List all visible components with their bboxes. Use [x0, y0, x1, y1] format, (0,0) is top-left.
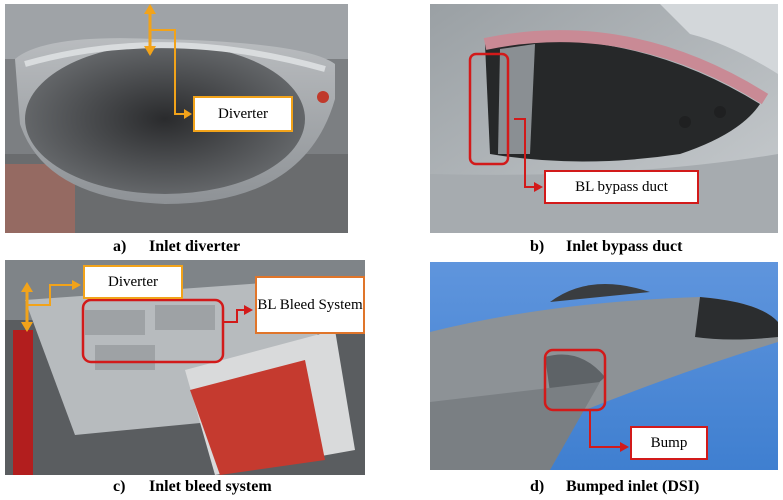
caption-c: c) Inlet bleed system: [113, 478, 272, 496]
caption-a: a) Inlet diverter: [113, 238, 240, 256]
callout-bl-bypass-duct: BL bypass duct: [544, 170, 699, 204]
caption-a-letter: a): [113, 238, 127, 255]
bumped-inlet-photo: [430, 262, 778, 470]
panel-d-photo: Bump: [430, 262, 778, 470]
callout-diverter-a: Diverter: [193, 96, 293, 132]
caption-b: b) Inlet bypass duct: [530, 238, 682, 256]
caption-b-letter: b): [530, 238, 545, 255]
panel-c-photo: Diverter BL Bleed System: [5, 260, 365, 475]
caption-a-text: Inlet diverter: [149, 238, 241, 255]
caption-c-text: Inlet bleed system: [149, 478, 272, 495]
caption-d: d) Bumped inlet (DSI): [530, 478, 699, 496]
inlet-diverter-photo: [5, 4, 348, 233]
caption-c-letter: c): [113, 478, 126, 495]
caption-b-text: Inlet bypass duct: [566, 238, 683, 255]
callout-diverter-c: Diverter: [83, 265, 183, 299]
callout-bl-bleed-system: BL Bleed System: [255, 276, 365, 334]
caption-d-letter: d): [530, 478, 545, 495]
caption-d-text: Bumped inlet (DSI): [566, 478, 700, 495]
callout-bump: Bump: [630, 426, 708, 460]
panel-a-photo: Diverter: [5, 4, 348, 233]
panel-b-photo: BL bypass duct: [430, 4, 778, 233]
